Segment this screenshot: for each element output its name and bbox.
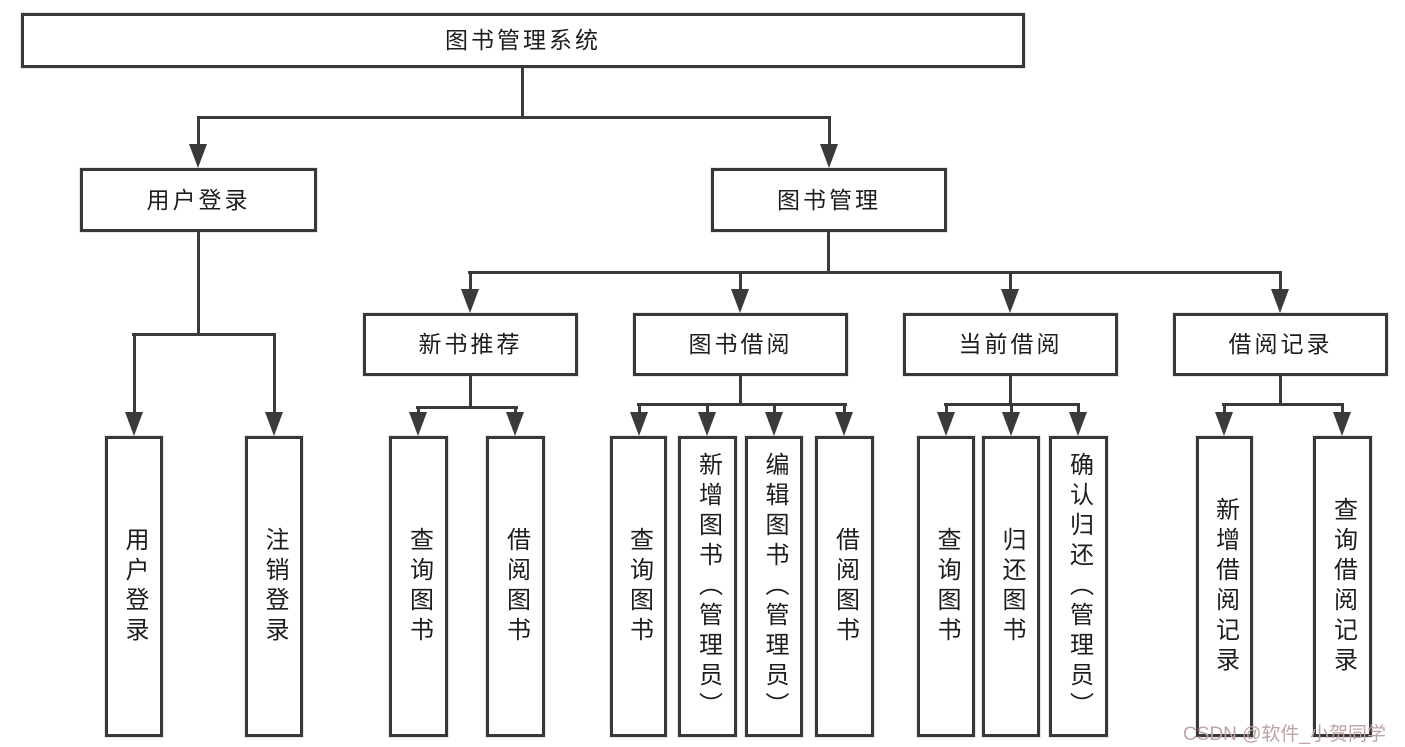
node-book-borrow-label: 图书借阅 xyxy=(688,331,793,357)
connector-borrow-hline xyxy=(637,403,847,406)
leaf-borrow-books-recommend: 借阅图书 xyxy=(486,436,545,737)
connector-records-stem-2 xyxy=(1341,403,1344,420)
arrow-down-icon xyxy=(698,412,716,436)
leaf-query-borrow-record-label: 查询借阅记录 xyxy=(1329,496,1357,677)
connector-mgmt-stem-1 xyxy=(469,272,472,297)
leaf-logout-label: 注销登录 xyxy=(261,526,288,647)
leaf-query-books-borrow: 查询图书 xyxy=(610,436,667,737)
connector-current-stem-1 xyxy=(945,403,948,420)
leaf-query-books-current-label: 查询图书 xyxy=(933,526,960,647)
node-borrow-records: 借阅记录 xyxy=(1173,313,1388,376)
connector-mgmt-hline xyxy=(468,271,1282,274)
arrow-down-icon xyxy=(1001,289,1019,313)
connector-records-vline xyxy=(1279,374,1282,406)
connector-mgmt-stem-3 xyxy=(1009,272,1012,297)
arrow-down-icon xyxy=(820,144,838,168)
leaf-confirm-return-admin: 确认归还（管理员） xyxy=(1049,436,1108,737)
arrow-down-icon xyxy=(409,412,427,436)
leaf-add-book-admin: 新增图书（管理员） xyxy=(678,436,737,737)
leaf-confirm-return-admin-label: 确认归还（管理员） xyxy=(1065,451,1093,722)
leaf-edit-book-admin-label: 编辑图书（管理员） xyxy=(761,451,788,722)
leaf-return-books: 归还图书 xyxy=(982,436,1040,737)
connector-borrow-stem-2 xyxy=(706,403,709,420)
arrow-down-icon xyxy=(765,412,783,436)
node-new-book-recommend-label: 新书推荐 xyxy=(418,331,523,357)
arrow-down-icon xyxy=(189,144,207,168)
connector-borrow-stem-3 xyxy=(773,403,776,420)
connector-root-hline xyxy=(197,116,831,119)
leaf-user-login: 用户登录 xyxy=(105,436,163,737)
leaf-borrow-books-recommend-label: 借阅图书 xyxy=(502,526,530,647)
node-current-borrow: 当前借阅 xyxy=(903,313,1118,376)
connector-login-vline xyxy=(197,230,200,336)
connector-login-hline xyxy=(132,333,276,336)
leaf-query-books-current: 查询图书 xyxy=(917,436,975,737)
node-book-management-label: 图书管理 xyxy=(777,186,881,213)
leaf-query-books-borrow-label: 查询图书 xyxy=(625,526,653,647)
leaf-edit-book-admin: 编辑图书（管理员） xyxy=(745,436,803,737)
connector-mgmt-stem-4 xyxy=(1279,272,1282,297)
leaf-add-book-admin-label: 新增图书（管理员） xyxy=(694,451,722,722)
arrow-down-icon xyxy=(506,412,524,436)
arrow-down-icon xyxy=(1215,412,1233,436)
arrow-down-icon xyxy=(461,289,479,313)
arrow-down-icon xyxy=(1333,412,1351,436)
connector-records-stem-1 xyxy=(1223,403,1226,420)
arrow-down-icon xyxy=(731,289,749,313)
node-book-management: 图书管理 xyxy=(711,168,947,232)
leaf-borrow-books-borrow-label: 借阅图书 xyxy=(831,526,859,647)
arrow-down-icon xyxy=(835,412,853,436)
leaf-query-books-recommend-label: 查询图书 xyxy=(405,526,433,647)
connector-borrow-vline xyxy=(739,374,742,406)
node-root-label: 图书管理系统 xyxy=(445,27,601,53)
connector-mgmt-vline xyxy=(827,230,830,274)
node-current-borrow-label: 当前借阅 xyxy=(958,331,1063,357)
connector-current-stem-2 xyxy=(1010,403,1013,420)
arrow-down-icon xyxy=(1069,412,1087,436)
leaf-add-borrow-record: 新增借阅记录 xyxy=(1196,436,1253,737)
arrow-down-icon xyxy=(630,412,648,436)
connector-root-stem-left xyxy=(197,117,200,152)
connector-recommend-hline xyxy=(416,406,518,409)
arrow-down-icon xyxy=(265,412,283,436)
leaf-query-borrow-record: 查询借阅记录 xyxy=(1313,436,1372,737)
arrow-down-icon xyxy=(1002,412,1020,436)
leaf-return-books-label: 归还图书 xyxy=(998,526,1025,647)
connector-mgmt-stem-2 xyxy=(739,272,742,297)
leaf-add-borrow-record-label: 新增借阅记录 xyxy=(1211,496,1239,677)
csdn-watermark: CSDN @软件_小贺同学 xyxy=(1183,724,1386,745)
arrow-down-icon xyxy=(1271,289,1289,313)
node-user-login-label: 用户登录 xyxy=(146,186,251,213)
connector-borrow-stem-4 xyxy=(843,403,846,420)
leaf-user-login-label: 用户登录 xyxy=(121,526,148,647)
connector-borrow-stem-1 xyxy=(638,403,641,420)
connector-current-stem-3 xyxy=(1077,403,1080,420)
connector-recommend-vline xyxy=(469,374,472,408)
node-new-book-recommend: 新书推荐 xyxy=(363,313,578,376)
node-book-borrow: 图书借阅 xyxy=(633,313,848,376)
leaf-logout: 注销登录 xyxy=(245,436,303,737)
node-borrow-records-label: 借阅记录 xyxy=(1228,331,1333,357)
connector-root-vline xyxy=(521,66,524,118)
arrow-down-icon xyxy=(937,412,955,436)
connector-login-stem-1 xyxy=(133,334,136,420)
node-root: 图书管理系统 xyxy=(21,13,1025,68)
node-user-login: 用户登录 xyxy=(80,168,317,232)
connector-current-vline xyxy=(1009,374,1012,406)
arrow-down-icon xyxy=(125,412,143,436)
connector-records-hline xyxy=(1222,403,1344,406)
leaf-query-books-recommend: 查询图书 xyxy=(389,436,448,737)
connector-login-stem-2 xyxy=(273,334,276,420)
leaf-borrow-books-borrow: 借阅图书 xyxy=(815,436,874,737)
connector-root-stem-right xyxy=(828,117,831,152)
